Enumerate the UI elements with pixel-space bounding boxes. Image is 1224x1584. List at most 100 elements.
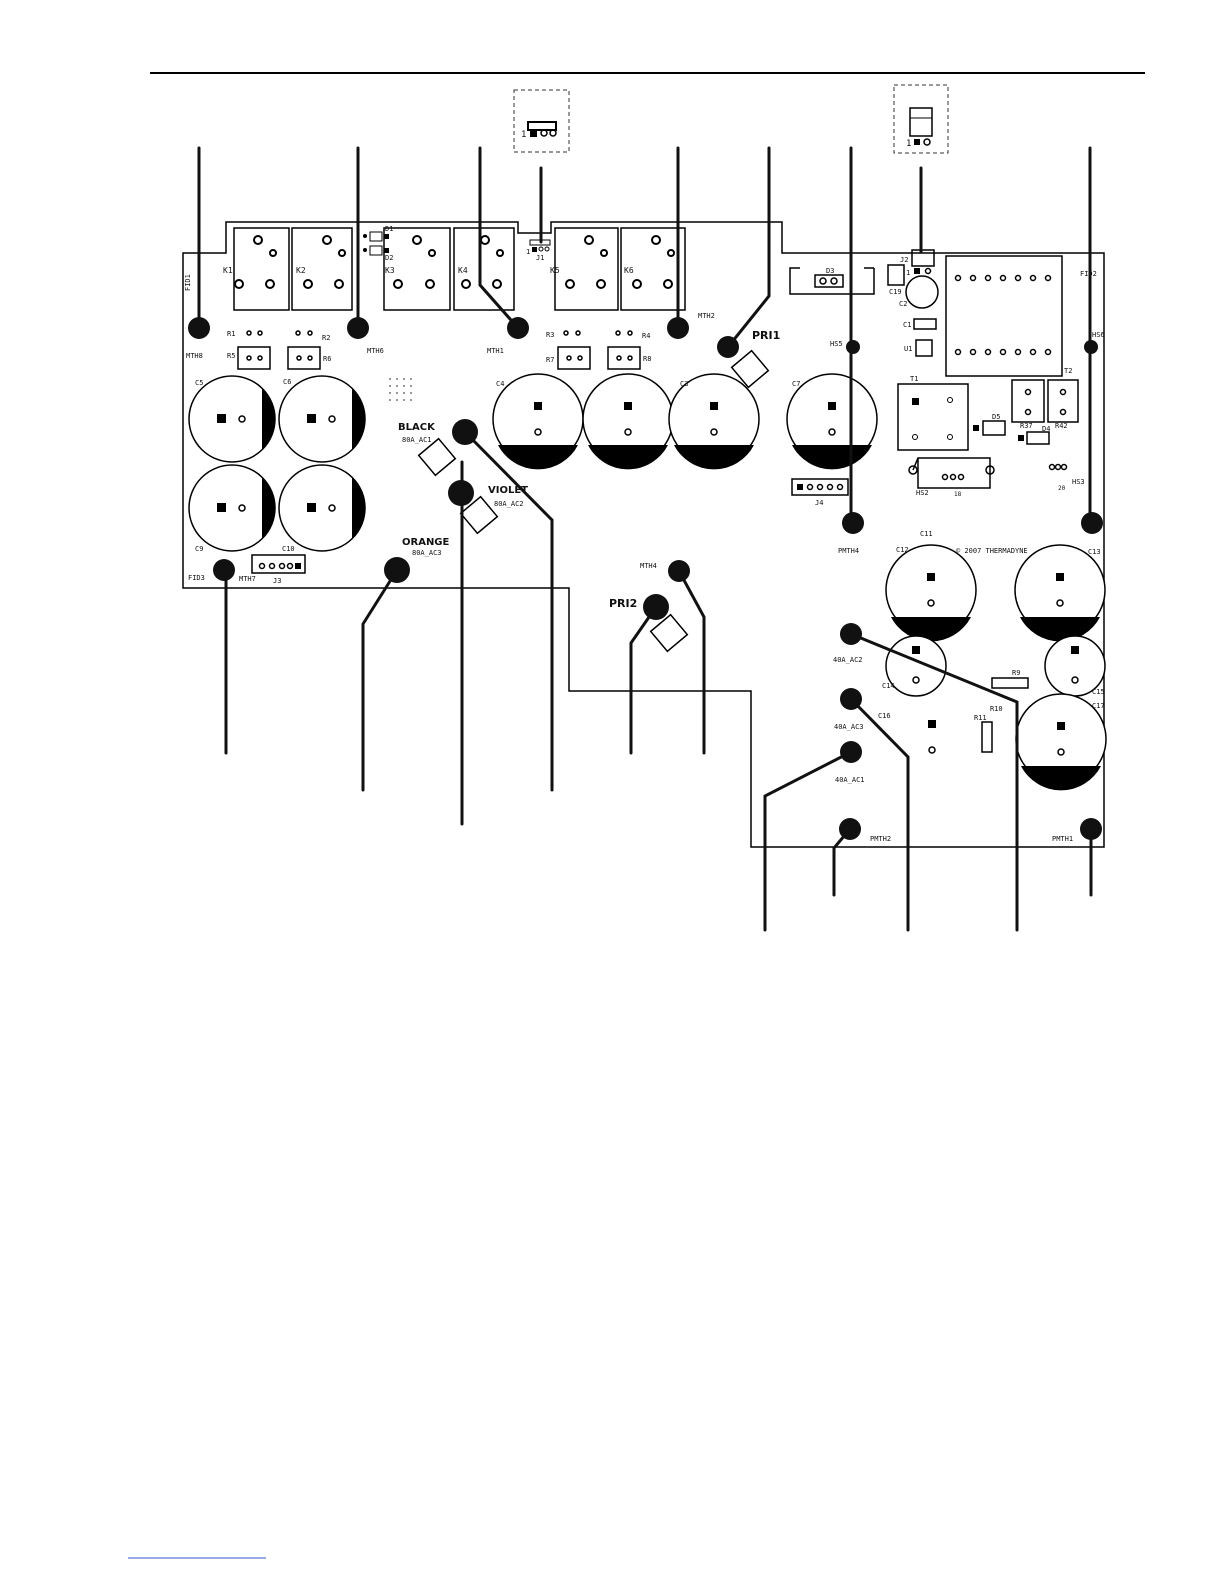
hs3-pads [1048,463,1068,471]
label-hs5: HS5 [830,340,843,348]
label-j3: J3 [273,577,281,585]
label-pmth1: PMTH1 [1052,835,1073,843]
label-j1-pin1: 1 [526,248,530,256]
label-j1: J1 [536,254,544,262]
label-pri1: PRI1 [752,329,780,342]
d5-diode [973,420,1006,436]
label-c13: C13 [1088,548,1101,556]
via-grid [389,378,412,401]
label-k2: K2 [296,266,306,275]
label-hs6: HS6 [1092,331,1105,339]
j1-inset-detail: 1 [513,89,570,153]
left-capacitor-bank [188,375,366,552]
label-r7: R7 [546,356,554,364]
r9-resistor [991,677,1029,689]
center-capacitor-bank [492,373,878,470]
label-40a-ac1: 40A_AC1 [835,776,865,784]
label-c16: C16 [878,712,891,720]
label-r3: R3 [546,331,554,339]
label-orange: ORANGE [402,537,450,548]
label-fid2: FID2 [1080,270,1097,278]
label-j4: J4 [815,499,823,507]
j2-inset-detail: 1 [893,84,949,154]
label-mth8: MTH8 [186,352,203,360]
label-40a-ac2: 40A_AC2 [833,656,863,664]
label-c3: C3 [680,380,688,388]
label-r1: R1 [227,330,235,338]
j3-connector [251,554,306,574]
label-r9: R9 [1012,669,1020,677]
label-r5: R5 [227,352,235,360]
label-80a-ac3: 80A_AC3 [412,549,442,557]
d4-diode [1018,431,1050,445]
label-fid1: FID1 [184,274,192,291]
label-c1: C1 [903,321,911,329]
label-mth7: MTH7 [239,575,256,583]
j2-connector [911,249,935,275]
t1-transformer [897,383,969,451]
label-c2: C2 [899,300,907,308]
label-c12: C12 [896,546,909,554]
label-c7: C7 [792,380,800,388]
right-capacitor-bank [885,544,1107,791]
label-80a-ac1: 80A_AC1 [402,436,432,444]
label-c17: C17 [1092,702,1105,710]
resistor-pads-top [237,330,641,370]
j2-inset-pin1: 1 [906,139,911,149]
label-r42: R42 [1055,422,1068,430]
label-c11: C11 [920,530,933,538]
label-mth1: MTH1 [487,347,504,355]
label-r4: R4 [642,332,650,340]
label-r2: R2 [322,334,330,342]
label-c10: C10 [282,545,295,553]
label-c4: C4 [496,380,504,388]
label-r10: R10 [990,705,1003,713]
label-r37: R37 [1020,422,1033,430]
label-hs2: HS2 [916,489,929,497]
j1-inset-pin1: 1 [521,130,526,140]
label-d2: D2 [385,254,393,262]
label-k6: K6 [624,266,634,275]
t2-transformer [1011,379,1079,423]
label-k5: K5 [550,266,560,275]
u1-chip [915,339,933,357]
terminal-lug-tabs [417,349,770,653]
label-c15: C15 [1092,688,1105,696]
label-k3: K3 [385,266,395,275]
j4-connector [791,478,849,496]
hs2-bracket [908,457,995,489]
label-j2: J2 [900,256,908,264]
copyright-text: © 2007 THERMADYNE [956,547,1028,555]
label-d5: D5 [992,413,1000,421]
label-t1: T1 [910,375,918,383]
label-d4: D4 [1042,425,1050,433]
label-c9: C9 [195,545,203,553]
label-r11: R11 [974,714,987,722]
label-r8: R8 [643,355,651,363]
callout-leader-lines [197,146,1093,932]
label-black: BLACK [398,422,436,433]
board-outline [182,221,1105,848]
label-k4: K4 [458,266,468,275]
label-hs3: HS3 [1072,478,1085,486]
r11-resistor [981,721,993,753]
label-k1: K1 [223,266,233,275]
label-r6: R6 [323,355,331,363]
label-u1: U1 [904,345,912,353]
label-misc-18: 18 [954,491,962,498]
d3-diode [789,267,875,295]
c2-capacitor [905,275,939,309]
label-pmth4: PMTH4 [838,547,859,555]
label-mth2: MTH2 [698,312,715,320]
label-d3: D3 [826,267,834,275]
label-violet: VIOLET [488,485,528,496]
control-module [945,255,1063,377]
label-80a-ac2: 80A_AC2 [494,500,524,508]
label-misc-20: 20 [1058,485,1066,492]
label-c19: C19 [889,288,902,296]
label-c6: C6 [283,378,291,386]
label-t2: T2 [1064,367,1072,375]
label-pri2: PRI2 [609,597,637,610]
label-j2-pin1: 1 [906,269,910,277]
